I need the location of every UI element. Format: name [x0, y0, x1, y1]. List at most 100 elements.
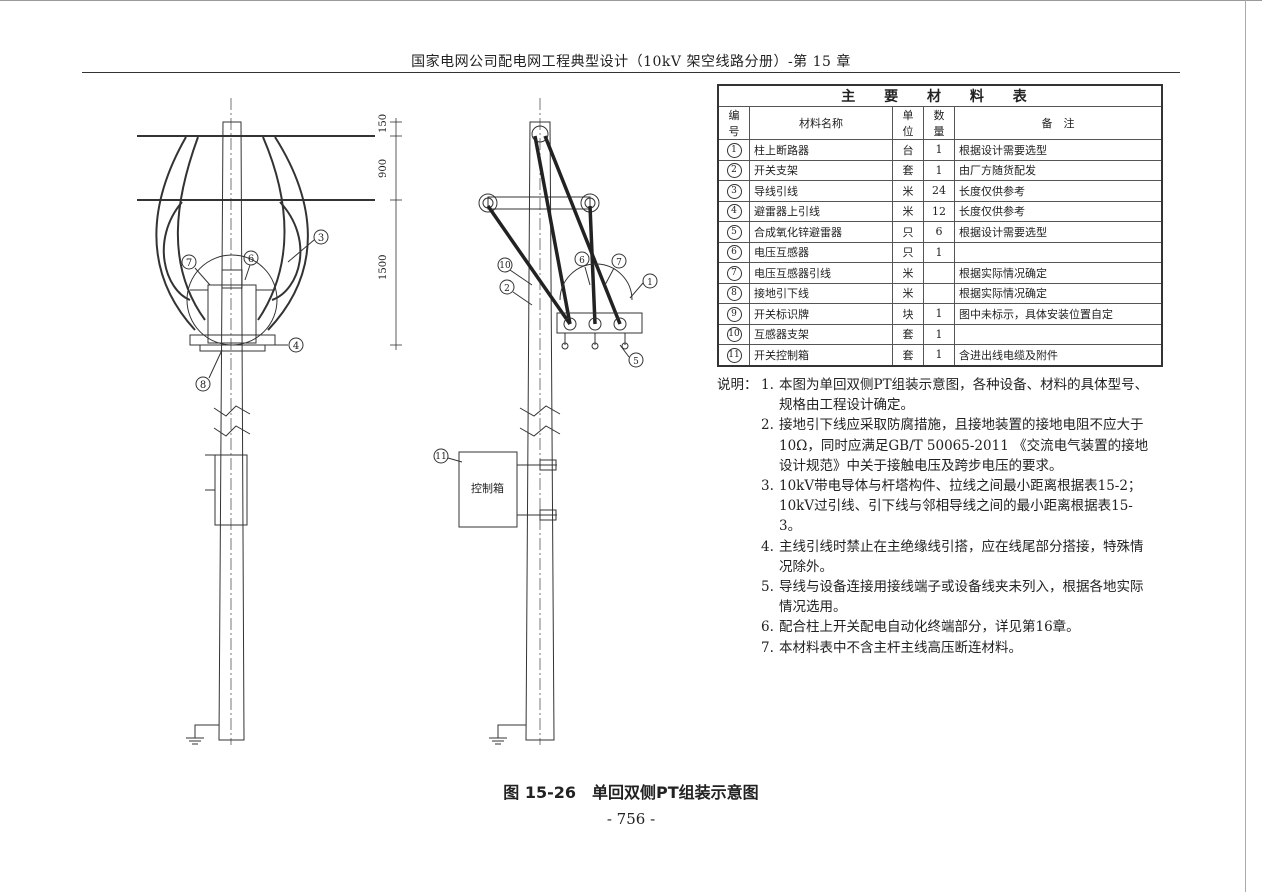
page-number: - 756 -: [606, 810, 656, 828]
right-pole-view: 10 2 6 7 1 5 11 控制箱: [433, 98, 658, 745]
callout-10: 10: [499, 261, 511, 271]
left-pole: [218, 121, 245, 741]
remark: 根据实际情况确定: [954, 262, 1163, 284]
callout-3: 3: [318, 233, 324, 244]
remark: [954, 241, 1163, 263]
unit: 米: [892, 180, 924, 202]
unit: 米: [892, 262, 924, 284]
row-number: 2: [717, 159, 750, 181]
material-name: 避雷器上引线: [749, 200, 893, 222]
note-item: 4.主线引线时禁止在主绝缘线引搭，应在线尾部分搭接，特殊情况除外。: [761, 537, 1161, 577]
unit: 只: [892, 221, 924, 243]
quantity: [923, 282, 955, 304]
left-callouts: 3 7 6 4 8: [181, 229, 329, 392]
quantity: 6: [923, 221, 955, 243]
unit: 只: [892, 241, 924, 263]
row-number-circle: 9: [726, 306, 742, 322]
material-name: 电压互感器引线: [749, 262, 893, 284]
material-name: 合成氧化锌避雷器: [749, 221, 893, 243]
note-item: 5. 导线与设备连接用接线端子或设备线夹未列入，根据各地实际情况选用。: [761, 577, 1161, 617]
col-remark: 备 注: [954, 106, 1163, 140]
material-name: 开关标识牌: [749, 303, 893, 325]
col-qty: 数 量: [923, 106, 955, 140]
col-name: 材料名称: [749, 106, 893, 140]
page-border-right: [1245, 0, 1246, 892]
callout-5: 5: [633, 357, 639, 367]
note-number: 4.: [761, 538, 774, 555]
quantity: 1: [923, 323, 955, 345]
material-name: 开关控制箱: [749, 344, 893, 366]
note-text: 接地引下线应采取防腐措施，且接地装置的接地电阻不应大于10Ω，同时应满足GB/T…: [779, 417, 1149, 474]
material-name: 电压互感器: [749, 241, 893, 263]
remark: 由厂方随货配发: [954, 159, 1163, 181]
row-number-circle: 6: [726, 245, 742, 261]
note-text: 导线与设备连接用接线端子或设备线夹未列入，根据各地实际情况选用。: [779, 579, 1144, 616]
row-number-circle: 5: [726, 224, 742, 240]
callout-6: 6: [248, 254, 254, 265]
note-text: 本图为单回双侧PT组装示意图，各种设备、材料的具体型号、规格由工程设计确定。: [779, 377, 1149, 414]
row-number: 7: [717, 262, 750, 284]
quantity: 1: [923, 139, 955, 161]
break-mark: [213, 405, 251, 417]
callout-8: 8: [200, 380, 206, 391]
note-item: 1. 本图为单回双侧PT组装示意图，各种设备、材料的具体型号、规格由工程设计确定。: [761, 375, 1161, 415]
remark: 长度仅供参考: [954, 180, 1163, 202]
quantity: [923, 262, 955, 284]
row-number-circle: 3: [726, 183, 742, 199]
note-number: 5.: [761, 579, 774, 596]
unit: 米: [892, 282, 924, 304]
row-number: 6: [717, 241, 750, 263]
col-unit: 单 位: [892, 106, 924, 140]
row-number: 4: [717, 200, 750, 222]
material-name: 开关支架: [749, 159, 893, 181]
dimension-lines: [390, 118, 402, 350]
note-number: 1.: [761, 377, 774, 393]
callout-2: 2: [504, 284, 510, 294]
material-name: 接地引下线: [749, 282, 893, 304]
callout-4: 4: [293, 341, 299, 352]
page-border-top: [0, 0, 1262, 1]
row-number-circle: 7: [726, 265, 742, 281]
crossarm: [487, 196, 591, 210]
table-header-row: 编 号 材料名称 单 位 数 量 备 注: [717, 106, 1163, 140]
row-number: 1: [717, 139, 750, 161]
row-number-circle: 8: [726, 286, 742, 302]
note-text: 配合柱上开关配电自动化终端部分，详见第16章。: [779, 619, 1080, 636]
note-number: 2.: [761, 417, 774, 434]
quantity: 1: [923, 159, 955, 181]
unit: 台: [892, 139, 924, 161]
quantity: 1: [923, 241, 955, 263]
material-name: 导线引线: [749, 180, 893, 202]
dim-900: 900: [378, 159, 389, 178]
callout-7: 7: [186, 258, 192, 269]
right-callouts: 10 2 6 7 1 5 11: [433, 251, 658, 464]
unit: 块: [892, 303, 924, 325]
dim-150: 150: [378, 114, 389, 133]
row-number-circle: 2: [726, 163, 742, 179]
unit: 米: [892, 200, 924, 222]
note-item: 2. 接地引下线应采取防腐措施，且接地装置的接地电阻不应大于10Ω，同时应满足GB…: [761, 415, 1161, 476]
notes-label: 说明：: [717, 377, 758, 393]
note-item: 3.10kV带电导体与杆塔构件、拉线之间最小距离根据表15-2；10kV过引线、…: [761, 476, 1161, 537]
callout-6-right: 6: [579, 256, 585, 266]
row-number: 5: [717, 221, 750, 243]
remark: 长度仅供参考: [954, 200, 1163, 222]
remark: 含进出线电缆及附件: [954, 344, 1163, 366]
callout-1: 1: [647, 278, 653, 288]
row-number: 8: [717, 282, 750, 304]
unit: 套: [892, 159, 924, 181]
quantity: 1: [923, 344, 955, 366]
remark: 根据实际情况确定: [954, 282, 1163, 304]
header-rule: [82, 72, 1180, 73]
row-number-circle: 1: [726, 142, 742, 158]
row-number-circle: 4: [726, 204, 742, 220]
left-pole-view: 150 900 1500 3 7 6 4 8: [137, 98, 402, 745]
